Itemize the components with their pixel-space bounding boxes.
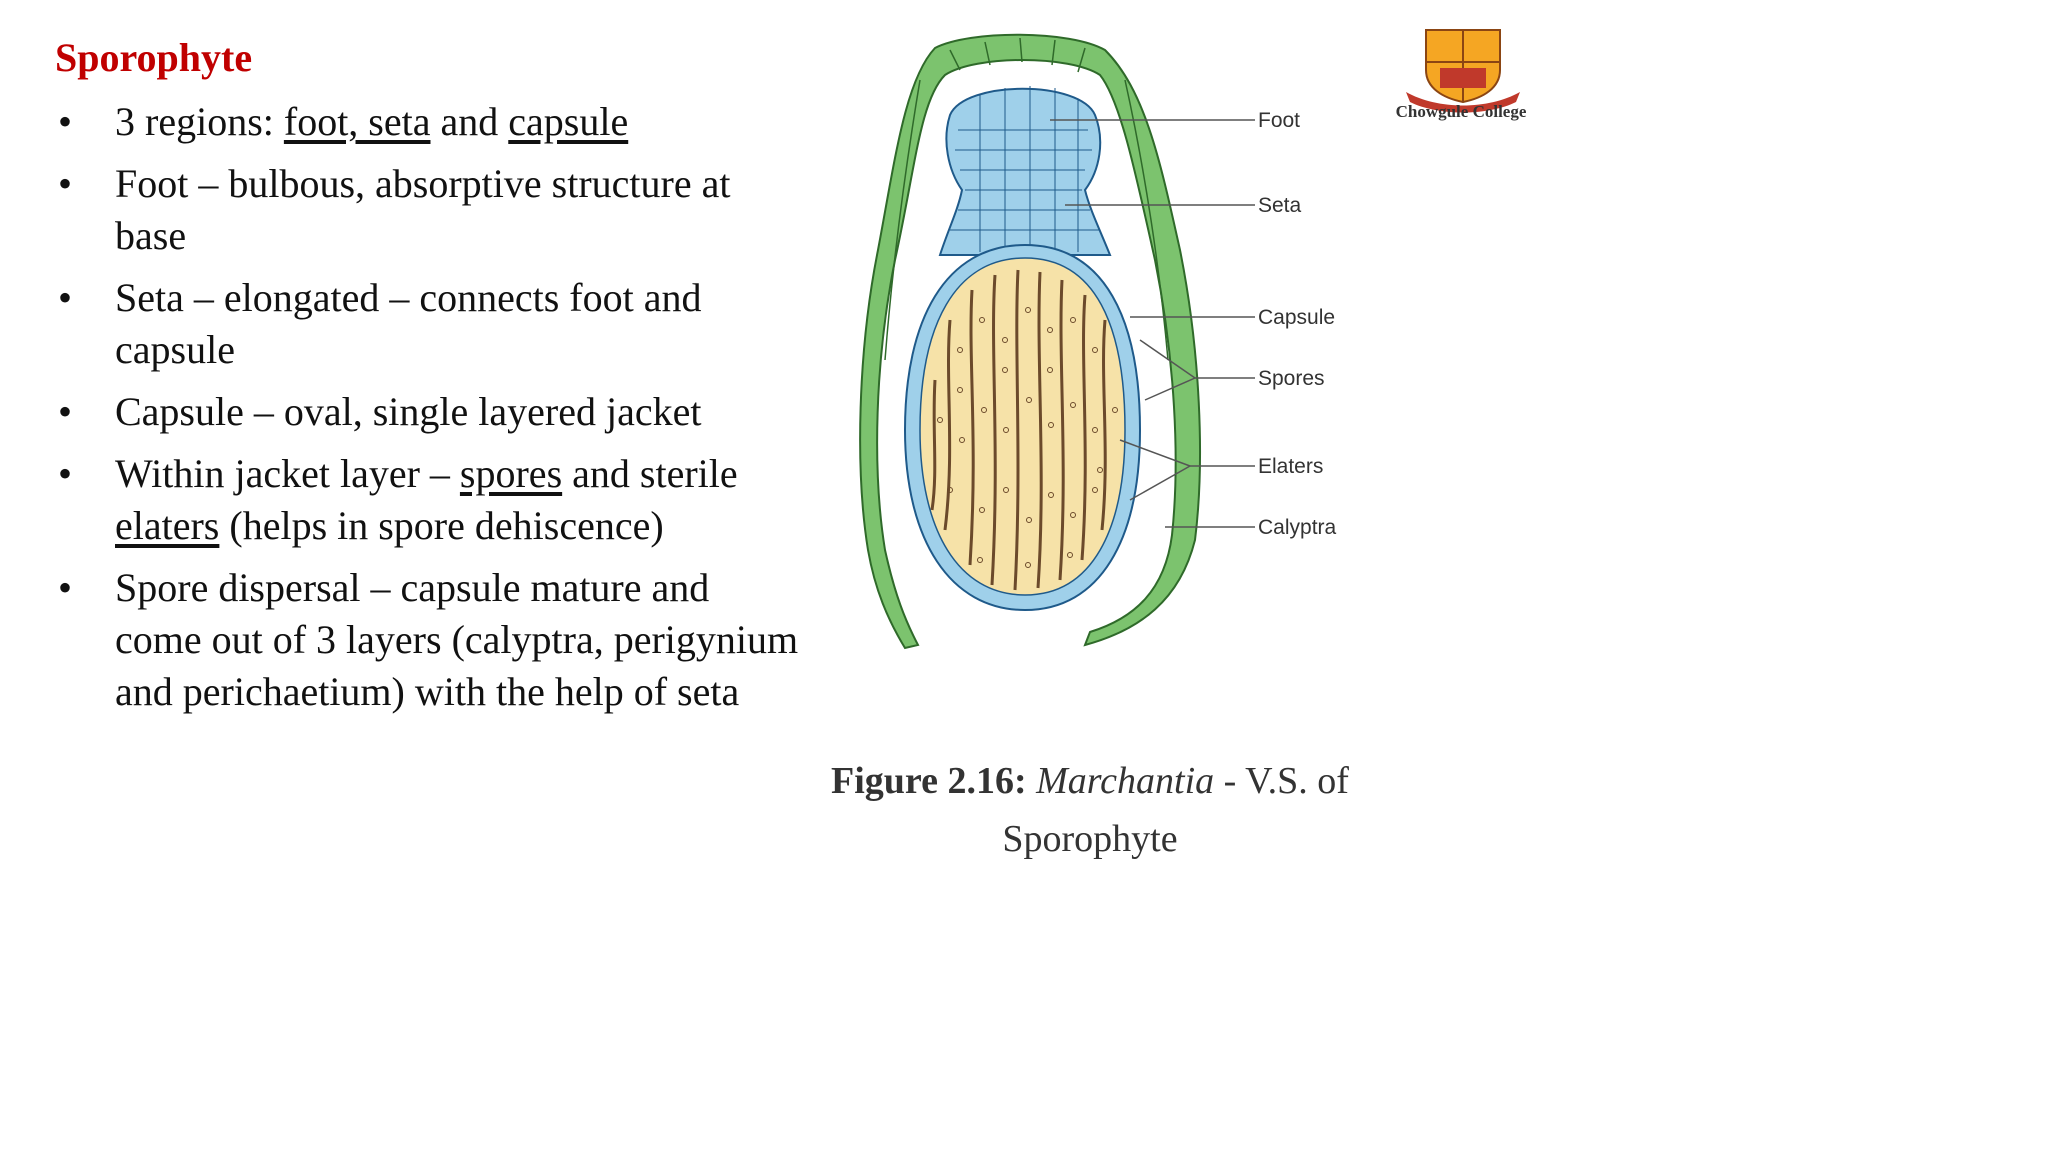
bullet-item: • Spore dispersal – capsule mature and co… xyxy=(55,562,800,718)
caption-line-1: Figure 2.16: Marchantia - V.S. of xyxy=(800,752,1380,810)
bullet-text: and xyxy=(430,99,509,144)
diagram-labels: Foot Seta Capsule Spores Elaters Calyptr… xyxy=(1258,109,1337,539)
label-elaters: Elaters xyxy=(1258,455,1323,478)
bullet-text: (helps in spore dehiscence) xyxy=(219,503,664,548)
bullet-item: • 3 regions: foot, seta and capsule xyxy=(55,96,800,148)
bullet-dot-icon: • xyxy=(57,161,72,206)
slide: Sporophyte • 3 regions: foot, seta and ca… xyxy=(55,29,1527,868)
bullet-item: • Capsule – oval, single layered jacket xyxy=(55,386,800,438)
calyptra-outline xyxy=(859,33,1201,650)
bullet-dot-icon: • xyxy=(57,565,72,610)
bullet-item: • Foot – bulbous, absorptive structure at… xyxy=(55,158,800,262)
caption-line-2: Sporophyte xyxy=(1002,818,1178,860)
slide-heading: Sporophyte xyxy=(55,35,253,80)
caption-rest: - V.S. of xyxy=(1214,760,1349,802)
bullet-list: • 3 regions: foot, seta and capsule • Foot … xyxy=(55,96,800,728)
bullet-text: Spore dispersal – capsule mature and com… xyxy=(115,565,799,714)
bullet-text: and sterile xyxy=(562,451,738,496)
label-spores: Spores xyxy=(1258,367,1325,390)
bullet-text: Within jacket layer – xyxy=(115,451,460,496)
bullet-text: 3 regions: xyxy=(115,99,284,144)
bullet-dot-icon: • xyxy=(57,99,72,144)
underlined-term: elaters xyxy=(115,503,220,548)
spores xyxy=(937,307,1118,568)
bullet-item: • Within jacket layer – spores and steril… xyxy=(55,448,800,552)
label-foot: Foot xyxy=(1258,109,1300,132)
leader-lines xyxy=(1050,119,1255,528)
underlined-term: capsule xyxy=(508,99,629,144)
bullet-text: Foot – bulbous, absorptive structure at … xyxy=(115,161,731,258)
underlined-term: spores xyxy=(459,451,563,496)
figure-caption: Figure 2.16: Marchantia - V.S. of Sporop… xyxy=(800,752,1380,868)
bullet-text: Seta – elongated – connects foot and cap… xyxy=(115,275,702,372)
calyptra-layer xyxy=(859,33,1201,650)
college-logo-icon xyxy=(1406,29,1520,113)
bullet-text: Capsule – oval, single layered jacket xyxy=(115,389,702,434)
bullet-dot-icon: • xyxy=(57,451,72,496)
bullet-dot-icon: • xyxy=(57,389,72,434)
caption-figure-number: Figure 2.16: xyxy=(831,760,1027,802)
label-seta: Seta xyxy=(1258,194,1302,217)
underlined-term: foot, seta xyxy=(283,99,431,144)
caption-genus: Marchantia xyxy=(1036,760,1215,802)
foot-seta-region xyxy=(938,86,1112,256)
college-name: Chowgule College xyxy=(1395,102,1527,121)
label-capsule: Capsule xyxy=(1258,306,1335,329)
sporophyte-diagram: Foot Seta Capsule Spores Elaters Calyptr… xyxy=(859,33,1337,650)
label-calyptra: Calyptra xyxy=(1258,516,1337,539)
elaters xyxy=(930,269,1107,591)
bullet-dot-icon: • xyxy=(57,275,72,320)
capsule-region xyxy=(903,243,1142,612)
bullet-item: • Seta – elongated – connects foot and ca… xyxy=(55,272,800,376)
